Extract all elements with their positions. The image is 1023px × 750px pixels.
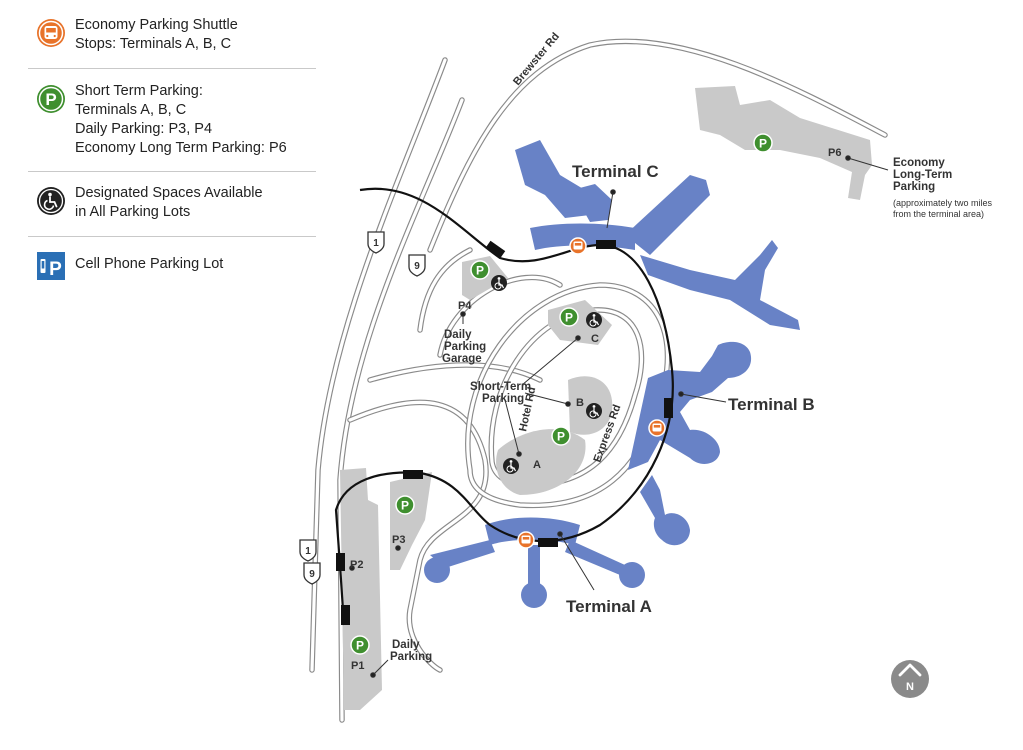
legend-accessible: Designated Spaces Available in All Parki… [28,172,316,236]
legend-short-term-line-2: Terminals A, B, C [75,102,187,118]
svg-text:Daily: Daily [444,329,472,341]
route-shields: 1 9 1 9 [299,231,426,585]
route-1-shield: 1 [299,539,317,562]
shuttle-vehicle [538,538,558,547]
svg-text:Economy: Economy [893,157,945,169]
route-9-shield: 9 [303,562,321,585]
legend-cell-phone-line-1: Cell Phone Parking Lot [75,256,224,272]
lot-p3 [390,472,432,570]
legend-short-term-line-4: Economy Long Term Parking: P6 [75,140,287,156]
lot-p1-label: P1 [351,660,364,672]
parking-icon: P [350,635,370,655]
economy-note-label: (approximately two miles from the termin… [893,198,993,219]
svg-text:Parking: Parking [893,181,935,193]
svg-text:Parking: Parking [390,651,432,663]
map-icons: P P P P P P [350,133,773,655]
legend-divider [28,236,316,237]
lot-p6 [695,86,872,200]
wheelchair-icon [503,458,519,474]
legend-shuttle: Economy Parking Shuttle Stops: Terminals… [28,16,316,68]
svg-text:Parking: Parking [444,341,486,353]
svg-text:Garage: Garage [442,353,482,365]
short-term-parking-label: Short-Term Parking [470,381,531,405]
lot-p4-label: P4 [458,300,472,312]
parking-icon: P [551,426,571,446]
economy-parking-label: Economy Long-Term Parking [893,157,952,193]
lot-a [496,429,586,495]
legend-divider [28,171,316,172]
legend-shuttle-line-2: Stops: Terminals A, B, C [75,36,232,52]
leader-lines [349,155,889,678]
shuttle-route [334,187,674,626]
svg-text:P: P [759,137,767,151]
lot-p6-label: P6 [828,147,841,159]
lot-c-label: C [591,333,599,345]
parking-icon: P [753,133,773,153]
lot-b-label: B [576,397,584,409]
svg-text:Short-Term: Short-Term [470,381,531,393]
wheelchair-icon [37,187,65,215]
legend-cell-phone: P Cell Phone Parking Lot [28,237,316,281]
legend-short-term-line-3: Daily Parking: P3, P4 [75,121,213,137]
cell-phone-parking-icon: P [37,252,65,280]
map-legend: Economy Parking Shuttle Stops: Terminals… [28,16,316,281]
lot-p2-label: P2 [350,559,363,571]
svg-text:P: P [356,639,364,653]
shuttle-vehicle [664,398,673,418]
lot-p1-p2 [340,468,382,710]
legend-short-term-line-1: Short Term Parking: [75,83,203,99]
svg-text:Long-Term: Long-Term [893,169,952,181]
legend-accessible-line-1: Designated Spaces Available [75,185,263,201]
svg-text:P: P [476,264,484,278]
route-1-label: 1 [305,546,311,557]
svg-text:P: P [565,311,573,325]
route-9-shield: 9 [408,254,426,277]
parking-icon: P [559,307,579,327]
legend-shuttle-line-1: Economy Parking Shuttle [75,17,238,33]
route-1-label: 1 [373,238,379,249]
svg-text:P: P [49,259,62,280]
terminal-c-label: Terminal C [572,162,659,181]
shuttle-vehicle [485,240,506,259]
legend-divider [28,68,316,69]
bus-icon [569,237,587,255]
parking-icon: P [37,85,65,113]
bus-icon [517,531,535,549]
svg-text:from the terminal area): from the terminal area) [893,209,984,219]
svg-text:P: P [45,90,56,109]
daily-parking-label: Daily Parking [390,639,432,663]
svg-text:Parking: Parking [482,393,524,405]
wheelchair-icon [586,403,602,419]
svg-text:Daily: Daily [392,639,420,651]
parking-icon: P [395,495,415,515]
route-1-shield: 1 [367,231,385,254]
bus-icon [648,419,666,437]
lot-a-label: A [533,459,541,471]
shuttle-vehicle [341,605,350,625]
svg-text:(approximately two miles: (approximately two miles [893,198,993,208]
legend-accessible-line-2: in All Parking Lots [75,204,191,220]
wheelchair-icon [586,312,602,328]
shuttle-vehicle [403,470,423,479]
lot-p3-label: P3 [392,534,405,546]
terminals [424,140,800,608]
north-label: N [906,681,914,693]
svg-text:P: P [557,430,565,444]
route-9-label: 9 [309,569,315,580]
terminal-b-label: Terminal B [728,395,815,414]
svg-text:P: P [401,499,409,513]
bus-icon [37,19,65,47]
legend-short-term: P Short Term Parking: Terminals A, B, C … [28,69,316,171]
terminal-b-building [628,341,752,470]
route-9-label: 9 [414,261,420,272]
terminal-a-label: Terminal A [566,597,652,616]
daily-garage-label: Daily Parking Garage [442,329,486,365]
parking-icon: P [470,260,490,280]
shuttle-vehicle [596,240,616,249]
shuttle-vehicle [336,553,345,571]
wheelchair-icon [491,275,507,291]
north-arrow-icon: N [891,660,929,698]
